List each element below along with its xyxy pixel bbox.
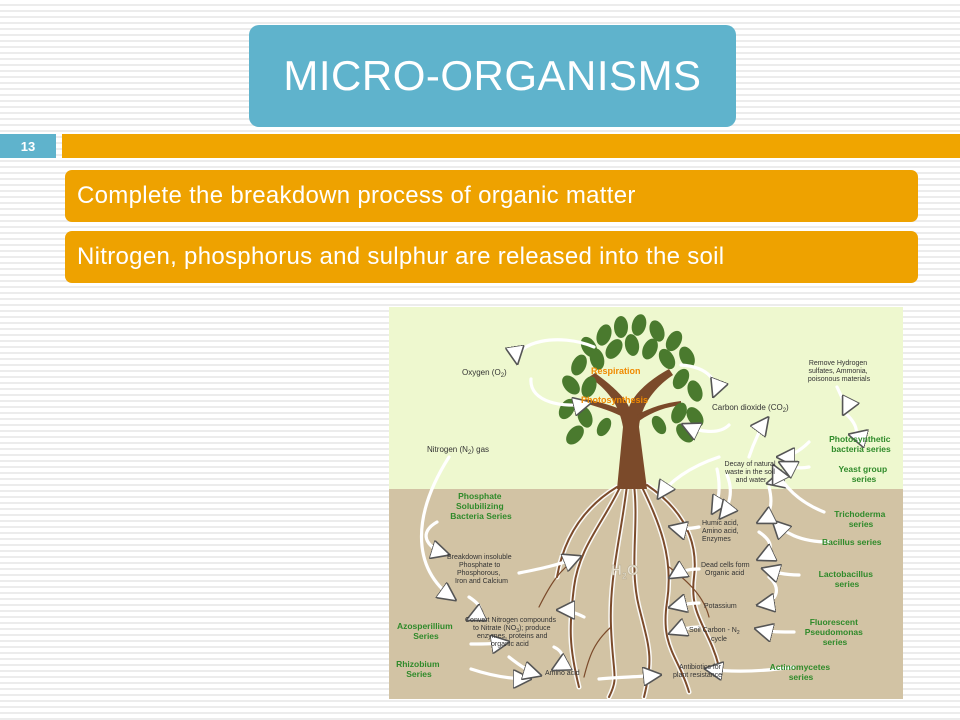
tree-branch [584, 399, 629, 419]
tree-trunk [589, 369, 673, 489]
carbon-dioxide-label: Carbon dioxide (CO2) [712, 403, 789, 414]
bullet-breakdown: Complete the breakdown process of organi… [65, 170, 918, 222]
potassium-label: Potassium [704, 603, 737, 610]
rhizobium-label: Rhizobium Series [396, 659, 442, 679]
lactobacillus-label: Lactobacillus series [819, 569, 876, 589]
decay-label: Decay of natural waste in the soil and w… [724, 461, 777, 484]
photosynthetic-label: Photosynthetic bacteria series [829, 434, 893, 454]
bacillus-label: Bacillus series [822, 537, 882, 547]
tree-branch-right [637, 401, 681, 421]
amino-acid-label: Amino acid [545, 670, 580, 677]
photosynthesis-label: Photosynthesis [581, 395, 648, 405]
respiration-label: Respiration [591, 366, 641, 376]
azosperillium-label: Azosperillium Series [397, 621, 455, 641]
convert-nitrogen-label: Convert Nitrogen compounds to Nitrate (N… [465, 617, 558, 648]
humic-acid-label: Humic acid, Amino acid, Enzymes [702, 520, 741, 543]
accent-rule [62, 134, 960, 158]
slide-number: 13 [0, 134, 56, 158]
title-box: MICRO-ORGANISMS [249, 25, 736, 127]
fluorescent-label: Fluorescent Pseudomonas series [805, 617, 865, 647]
soil-microorganism-diagram: Respiration Photosynthesis H2O Oxygen (O… [389, 307, 903, 699]
h2o-label: H2O [611, 562, 639, 581]
actinomycetes-label: Actinomycetes series [770, 662, 833, 682]
phosphate-solubilizing-label: Phosphate Solubilizing Bacteria Series [450, 491, 512, 521]
oxygen-label: Oxygen (O2) [462, 368, 507, 379]
slide-title: MICRO-ORGANISMS [283, 52, 702, 99]
remove-hydrogen-label: Remove Hydrogen sulfates, Ammonia, poiso… [808, 360, 871, 383]
nitrogen-gas-label: Nitrogen (N2) gas [427, 445, 489, 456]
dead-cells-label: Dead cells form Organic acid [701, 562, 752, 577]
antibiotics-label: Antibiotics for plant resistance [673, 664, 723, 679]
breakdown-label: Breakdown insoluble Phosphate to Phospho… [447, 554, 514, 585]
trichoderma-label: Trichoderma series [834, 509, 887, 529]
soil-carbon-label: Soil Carbon - N2 cycle [689, 627, 742, 643]
cycle-arrows [419, 338, 857, 679]
diagram-svg: Respiration Photosynthesis H2O Oxygen (O… [389, 307, 903, 699]
yeast-label: Yeast group series [838, 464, 889, 484]
soil-area [389, 489, 903, 699]
bullet-nutrients: Nitrogen, phosphorus and sulphur are rel… [65, 231, 918, 283]
